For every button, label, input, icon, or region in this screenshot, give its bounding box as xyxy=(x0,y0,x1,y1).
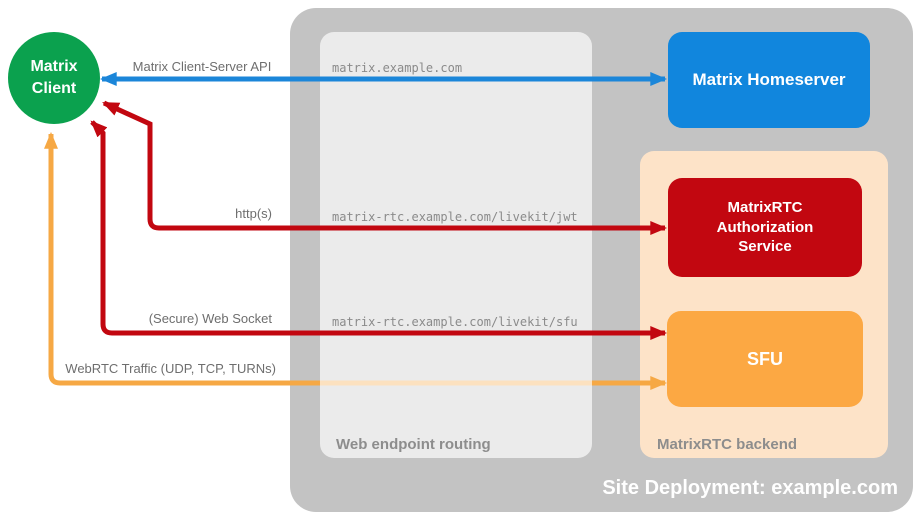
webrtc-traffic-arrow-label: WebRTC Traffic (UDP, TCP, TURNs) xyxy=(65,361,276,376)
sfu-label: SFU xyxy=(747,348,783,369)
matrix-homeserver-node: Matrix Homeserver xyxy=(668,32,870,128)
web-endpoint-routing-label: Web endpoint routing xyxy=(336,436,491,453)
route-livekit-jwt: matrix-rtc.example.com/livekit/jwt xyxy=(332,210,578,224)
https-arrow-label: http(s) xyxy=(235,206,272,221)
route-livekit-sfu: matrix-rtc.example.com/livekit/sfu xyxy=(332,315,578,329)
route-matrix-example-com: matrix.example.com xyxy=(332,61,463,75)
site-deployment-label: Site Deployment: example.com xyxy=(602,477,898,499)
matrix-homeserver-label: Matrix Homeserver xyxy=(692,70,846,89)
websocket-arrow-label: (Secure) Web Socket xyxy=(148,311,272,326)
client-server-api-arrow-label: Matrix Client-Server API xyxy=(132,59,272,74)
matrixrtc-authorization-service-node: MatrixRTC Authorization Service xyxy=(668,178,862,277)
sfu-node: SFU xyxy=(667,311,863,407)
web-endpoint-routing-panel xyxy=(320,32,592,458)
matrix-client-node: Matrix Client xyxy=(8,32,100,124)
matrixrtc-authorization-service-label: MatrixRTC Authorization Service xyxy=(716,199,814,256)
matrix-client-label: Matrix Client xyxy=(30,58,78,97)
matrixrtc-backend-label: MatrixRTC backend xyxy=(657,436,798,453)
